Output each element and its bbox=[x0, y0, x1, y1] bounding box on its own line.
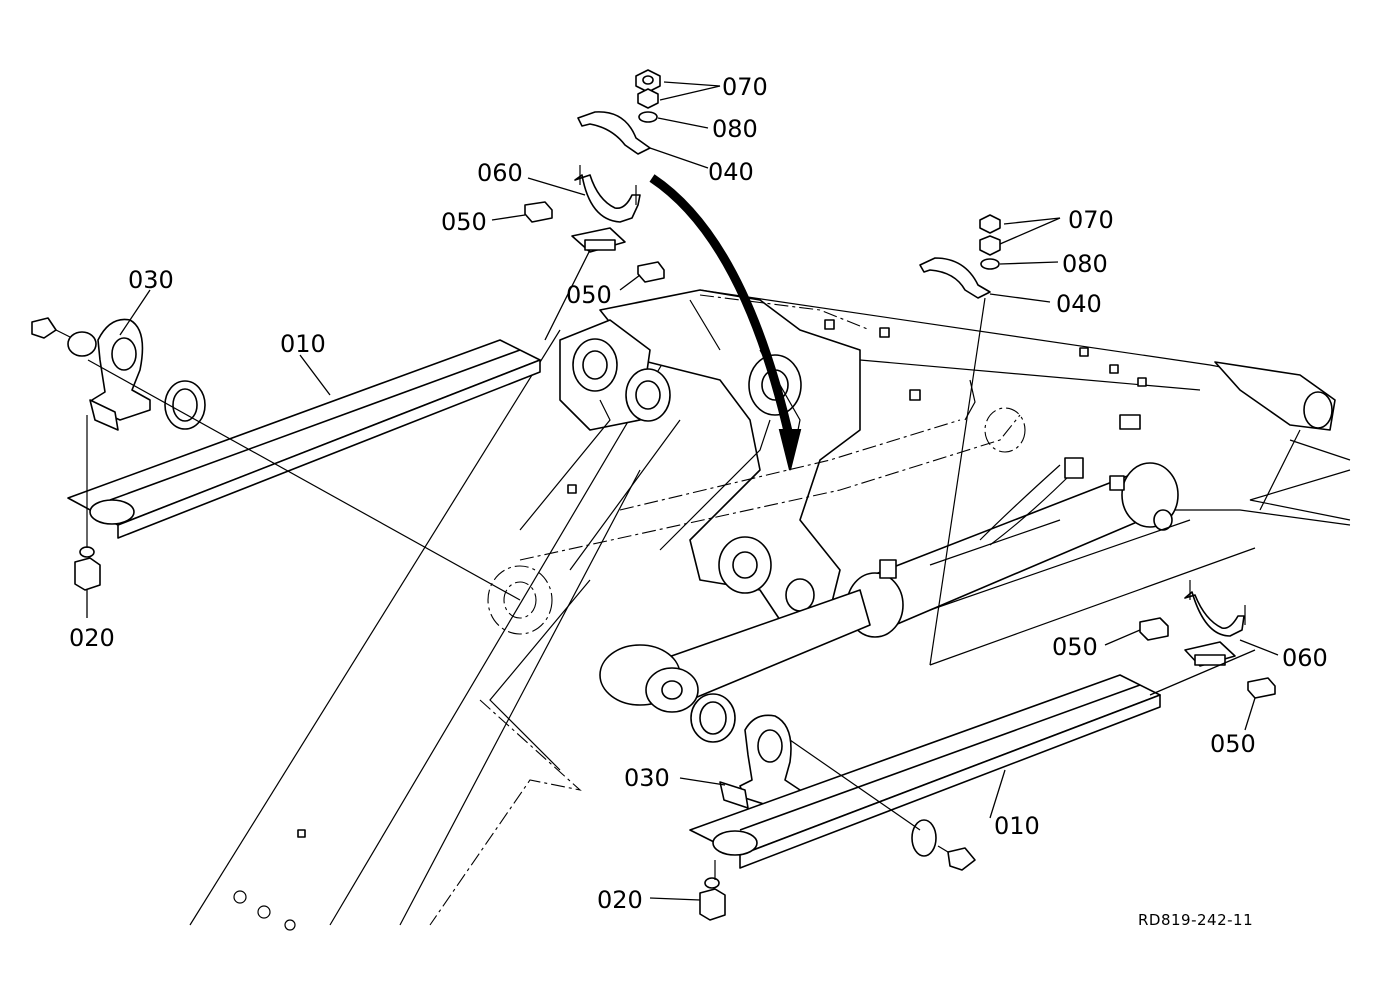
label-060-right: 060 bbox=[1282, 644, 1328, 672]
label-050-top-left: 050 bbox=[441, 208, 487, 236]
label-030-bottom: 030 bbox=[624, 764, 670, 792]
label-060-top: 060 bbox=[477, 159, 523, 187]
label-040-top: 040 bbox=[708, 158, 754, 186]
part-labels: 070 080 040 060 050 050 030 010 020 070 … bbox=[69, 73, 1328, 914]
clamp-assembly-top bbox=[524, 69, 665, 283]
bracket-assembly-left bbox=[31, 317, 541, 601]
label-050-top-right: 050 bbox=[566, 281, 612, 309]
drawing-code: RD819-242-11 bbox=[1138, 911, 1253, 929]
assembly-arrow bbox=[649, 174, 802, 471]
label-030-left: 030 bbox=[128, 266, 174, 294]
boom-structure bbox=[189, 289, 1351, 931]
label-020-left: 020 bbox=[69, 624, 115, 652]
label-010-bottom: 010 bbox=[994, 812, 1040, 840]
label-070-top: 070 bbox=[722, 73, 768, 101]
label-040-right: 040 bbox=[1056, 290, 1102, 318]
clamp-assembly-right bbox=[919, 214, 1256, 666]
hydraulic-cylinder bbox=[599, 457, 1351, 713]
label-010-left: 010 bbox=[280, 330, 326, 358]
label-050-right-left: 050 bbox=[1052, 633, 1098, 661]
label-050-right-bottom: 050 bbox=[1210, 730, 1256, 758]
label-080-top: 080 bbox=[712, 115, 758, 143]
label-020-bottom: 020 bbox=[597, 886, 643, 914]
label-070-right: 070 bbox=[1068, 206, 1114, 234]
bracket-assembly-bottom bbox=[689, 580, 1276, 921]
leader-lines bbox=[86, 81, 1279, 901]
label-080-right: 080 bbox=[1062, 250, 1108, 278]
